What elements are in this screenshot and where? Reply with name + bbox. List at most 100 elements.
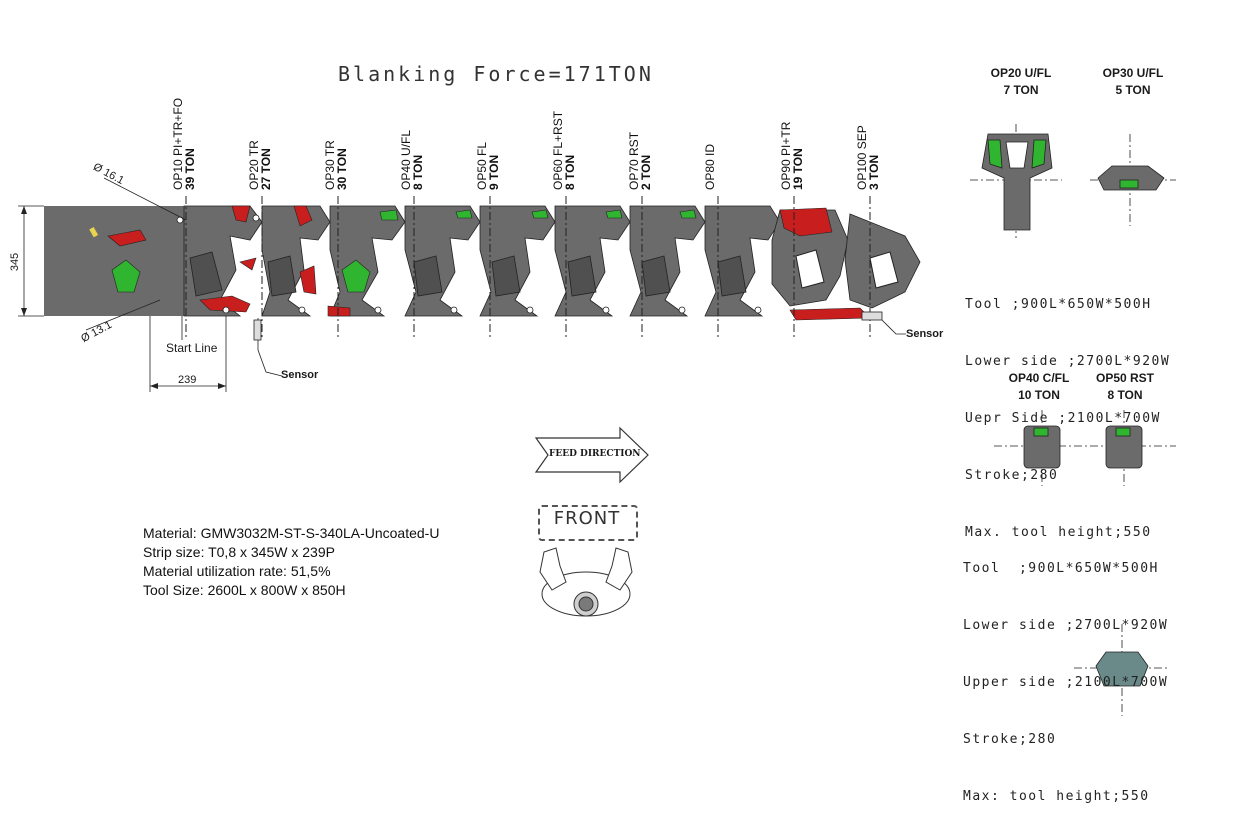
spec-block-top: Tool ;900L*650W*500H Lower side ;2700L*9… [965,257,1170,561]
front-box [538,505,638,541]
tool-op40-green [1033,427,1049,437]
yellow-mark [89,227,99,238]
spec-block-bottom: Tool ;900L*650W*500H Lower side ;2700L*9… [963,521,1168,825]
window-2 [267,255,297,297]
cut-2 [199,295,251,313]
feed-direction-arrow [534,426,649,484]
tool-size-line: Tool Size: 2600L x 800W x 850H [143,582,346,598]
pitch-label: 239 [178,374,197,386]
tool-op30-body [1097,165,1165,191]
utilization-line: Material utilization rate: 51,5% [143,563,331,579]
cut-5 [299,265,317,295]
station-3-part [329,205,406,317]
dia-bottom-leader [85,299,161,331]
station-5-part [479,205,556,317]
tool-op30-green [1119,179,1139,189]
spec-tool: Tool ;900L*650W*500H [965,297,1152,312]
tool-bottom-body [1095,651,1149,687]
tool-op20-green-right [1031,139,1047,169]
sensor-left-body [253,319,262,341]
tool-op40-body [1023,425,1061,469]
sensor-right-leader [879,317,906,335]
spec-stroke: Stroke;280 [965,468,1059,483]
form-1 [111,259,141,293]
sensor-right-body [861,311,883,321]
form-7 [679,209,697,219]
opening-10 [869,251,899,289]
material-line: Material: GMW3032M-ST-S-340LA-Uncoated-U [143,525,440,541]
sensor-right-label: Sensor [906,328,944,340]
tool-op20-green-left [987,139,1003,169]
station-8-part [704,205,781,317]
pilot-hole [526,306,534,314]
arrow [21,206,27,214]
cut-4 [293,205,313,227]
form-6 [605,209,623,219]
side-tool-op30 [1090,134,1176,226]
spec-upper: Upper side ;2100L*700W [963,675,1169,690]
feed-direction-label: FEED DIRECTION [549,449,641,459]
tool-op20-window [1005,141,1029,169]
operator-head-top [578,596,594,612]
station-7-part [629,205,706,317]
form-5 [531,209,549,219]
spec-upper: Uepr Side ;2100L*700W [965,411,1161,426]
arrow [21,308,27,316]
strip-start-section [44,206,184,316]
dia-top-leader [103,177,187,221]
pilot-hole [252,214,260,222]
pilot-hole [222,306,230,314]
cut-9 [239,257,257,271]
strip-size-line: Strip size: T0,8 x 345W x 239P [143,544,335,560]
dimension-lines [18,177,906,392]
material-info: Material: GMW3032M-ST-S-340LA-Uncoated-U… [143,524,439,600]
form-areas [111,209,697,293]
window-7 [717,255,747,297]
tool-op50-green [1115,427,1131,437]
form-3 [379,209,399,221]
form-4 [455,209,473,219]
window-5 [567,255,597,297]
spec-max-height: Max. tool height;550 [965,525,1152,540]
cut-3 [231,205,251,223]
side-tool-op40 [994,410,1176,486]
pilot-hole [374,306,382,314]
operator-arm-left [539,547,567,591]
spec-tool: Tool ;900L*650W*500H [963,561,1159,576]
spec-lower: Lower side ;2700L*920W [963,618,1169,633]
opening-9 [795,249,825,289]
arrow [150,383,158,389]
window-3 [413,255,443,297]
spec-max-height: Max: tool height;550 [963,789,1150,804]
pilot-hole [678,306,686,314]
window-6 [641,255,671,297]
cut-1 [107,229,147,247]
tool-op50-body [1105,425,1143,469]
window-1 [189,251,223,297]
operator-arm-right [605,547,633,591]
start-line-label: Start Line [166,341,218,355]
window-4 [491,255,521,297]
spec-lower: Lower side ;2700L*920W [965,354,1171,369]
strip-layout-drawing [18,124,1176,716]
spec-stroke: Stroke;280 [963,732,1057,747]
part-openings [795,249,899,289]
cut-6 [327,305,351,317]
sensor-left-label: Sensor [281,369,319,381]
front-label: FRONT [553,508,621,529]
station-label-op80: OP80 ID [703,143,717,190]
side-tool-op20 [970,124,1062,238]
arrow [218,383,226,389]
form-2 [341,259,371,293]
